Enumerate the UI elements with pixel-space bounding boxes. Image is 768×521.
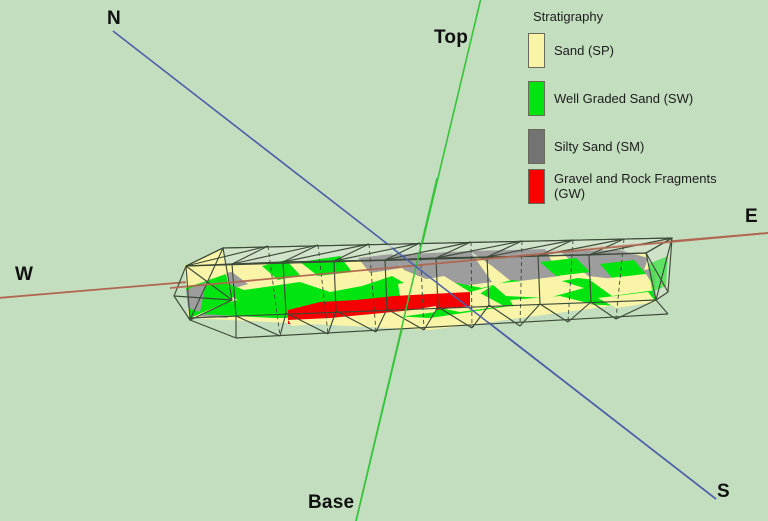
wire-back-bottom-rail: [235, 313, 669, 339]
layer-sp-wedge-3: [492, 278, 584, 298]
axis-line-west-east-front: [169, 232, 768, 289]
layer-gravel-gw-band: [288, 294, 436, 324]
wire-hidden-1: [267, 245, 281, 337]
layer-sw-tongue-3: [540, 258, 590, 276]
layer-sp-wedge-7: [598, 292, 656, 308]
legend-label-well-graded-sand-sw: Well Graded Sand (SW): [554, 91, 694, 106]
wire-bottom-grid: [189, 299, 669, 339]
axis-label-west: W: [15, 264, 34, 285]
axis-label-north: N: [107, 8, 121, 29]
axis-label-top: Top: [434, 27, 469, 48]
wire-front-bottom-rail: [187, 299, 657, 319]
wire-hidden-3: [368, 243, 377, 333]
layer-sw-tongue-4: [600, 260, 646, 278]
legend-label-silty-sand-sm: Silty Sand (SM): [554, 139, 645, 154]
legend-swatch-well-graded-sand-sw: [528, 81, 545, 116]
axis-label-south: S: [717, 481, 730, 502]
wire-hidden-8: [615, 238, 625, 320]
wire-back-top-rail: [222, 237, 673, 249]
layer-sp-below-gravel: [288, 306, 436, 326]
axis-line-top-base-front: [355, 177, 438, 521]
stratigraphy-legend: Stratigraphy Sand (SP) Well Graded Sand …: [519, 4, 749, 206]
axis-label-east: E: [745, 206, 758, 227]
legend-swatch-silty-sand-sm: [528, 129, 545, 164]
wire-hidden-5: [470, 241, 473, 329]
axis-label-base: Base: [308, 492, 355, 513]
wire-right-end-braces: [645, 237, 673, 301]
legend-swatch-sand-sp: [528, 33, 545, 68]
layer-sw-tongue-1: [262, 260, 300, 280]
legend-title: Stratigraphy: [533, 9, 604, 24]
legend-label-sand-sp: Sand (SP): [554, 43, 614, 58]
axis-line-north-south-front: [391, 247, 717, 500]
layer-sp-wedge-4: [590, 274, 656, 296]
legend-swatch-gravel-gw: [528, 169, 545, 204]
layer-gravel-gw-band-right: [430, 292, 470, 310]
wire-hidden-4: [419, 242, 425, 331]
wire-hidden-2: [317, 244, 329, 335]
legend-label-gravel-gw: Gravel and Rock Fragments (GW): [554, 171, 717, 201]
